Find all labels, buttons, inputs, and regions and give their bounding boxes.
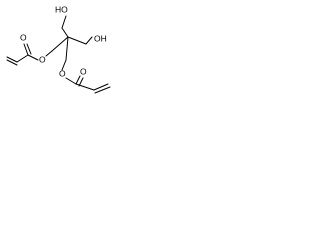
bond-alkene-right-b	[94, 86, 111, 94]
bond-carbonyl-right-a	[75, 75, 81, 85]
bond-ch2-oh-top	[61, 15, 67, 29]
carbonyl-oxygen-left: O	[20, 32, 27, 42]
bond-carbonyl-left-b	[26, 43, 32, 55]
bond-o-carbonyl-left	[27, 54, 39, 61]
bond-carbonyl-right-b	[78, 77, 84, 87]
hydroxyl-label-right: OH	[94, 33, 107, 43]
bond-c-ch2-bottom	[65, 36, 69, 61]
bond-c-ch2-right	[67, 36, 87, 45]
atom-labels: HO OH O O O O	[20, 4, 107, 78]
bond-alkene-right-a	[93, 83, 109, 91]
bond-ch2-o-left	[45, 50, 53, 57]
carbonyl-oxygen-right: O	[80, 66, 87, 76]
bond-alkene-left-a	[6, 56, 18, 63]
bond-carbonyl-to-alkene-left	[16, 54, 29, 63]
structure-canvas: HO OH O O O O	[0, 0, 118, 103]
bond-ch2-o-bottom	[61, 59, 67, 71]
bonds	[6, 15, 111, 94]
ester-oxygen-right: O	[59, 68, 66, 78]
ester-oxygen-left: O	[39, 54, 46, 64]
hydroxyl-label-top: HO	[55, 4, 68, 14]
bond-o-carbonyl-right	[65, 77, 77, 85]
bond-ch2-oh-right	[85, 36, 93, 45]
bond-alkene-left-b	[6, 59, 18, 66]
bond-c-ch2-top	[61, 27, 69, 38]
bond-carbonyl-left-a	[23, 43, 29, 56]
bond-c-ch2-left	[51, 36, 69, 52]
bond-carbonyl-to-alkene-right	[75, 83, 95, 91]
chemical-structure: HO OH O O O O	[6, 4, 111, 94]
